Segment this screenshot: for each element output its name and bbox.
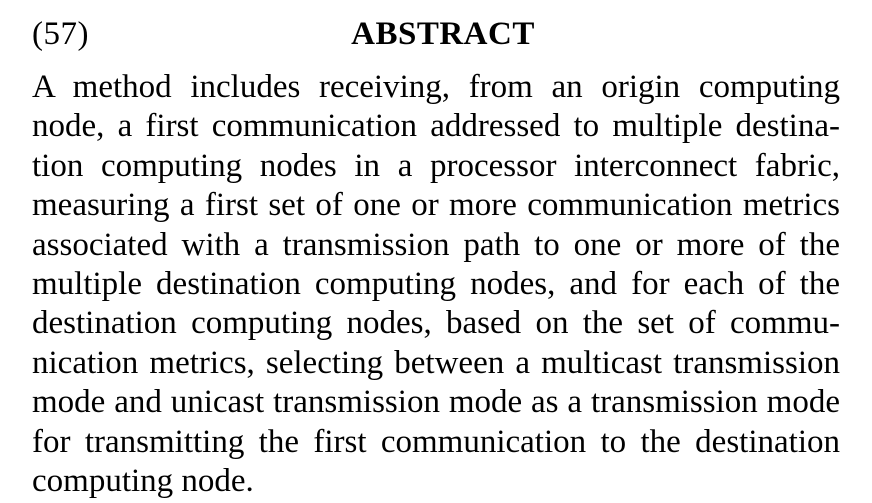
abstract-line: nication metrics, selecting between a mu…: [32, 344, 840, 381]
abstract-line: associated with a transmission path to o…: [32, 226, 840, 263]
abstract-header: (57) ABSTRACT: [32, 8, 840, 58]
abstract-line: measuring a first set of one or more com…: [32, 187, 840, 224]
section-title: ABSTRACT: [351, 16, 535, 52]
abstract-line: multiple destination computing nodes, an…: [32, 266, 840, 303]
abstract-line: computing node.: [32, 463, 254, 500]
abstract-line: for transmitting the first communication…: [32, 423, 840, 460]
abstract-line: tion computing nodes in a processor inte…: [32, 147, 840, 184]
abstract-line: destination computing nodes, based on th…: [32, 305, 840, 342]
abstract-line: node, a first communication addressed to…: [32, 108, 840, 145]
abstract-line: mode and unicast transmission mode as a …: [32, 384, 840, 421]
abstract-line: A method includes receiving, from an ori…: [32, 69, 840, 105]
abstract-text: A method includes receiving, from an ori…: [32, 68, 840, 501]
inid-code: (57): [32, 16, 89, 52]
